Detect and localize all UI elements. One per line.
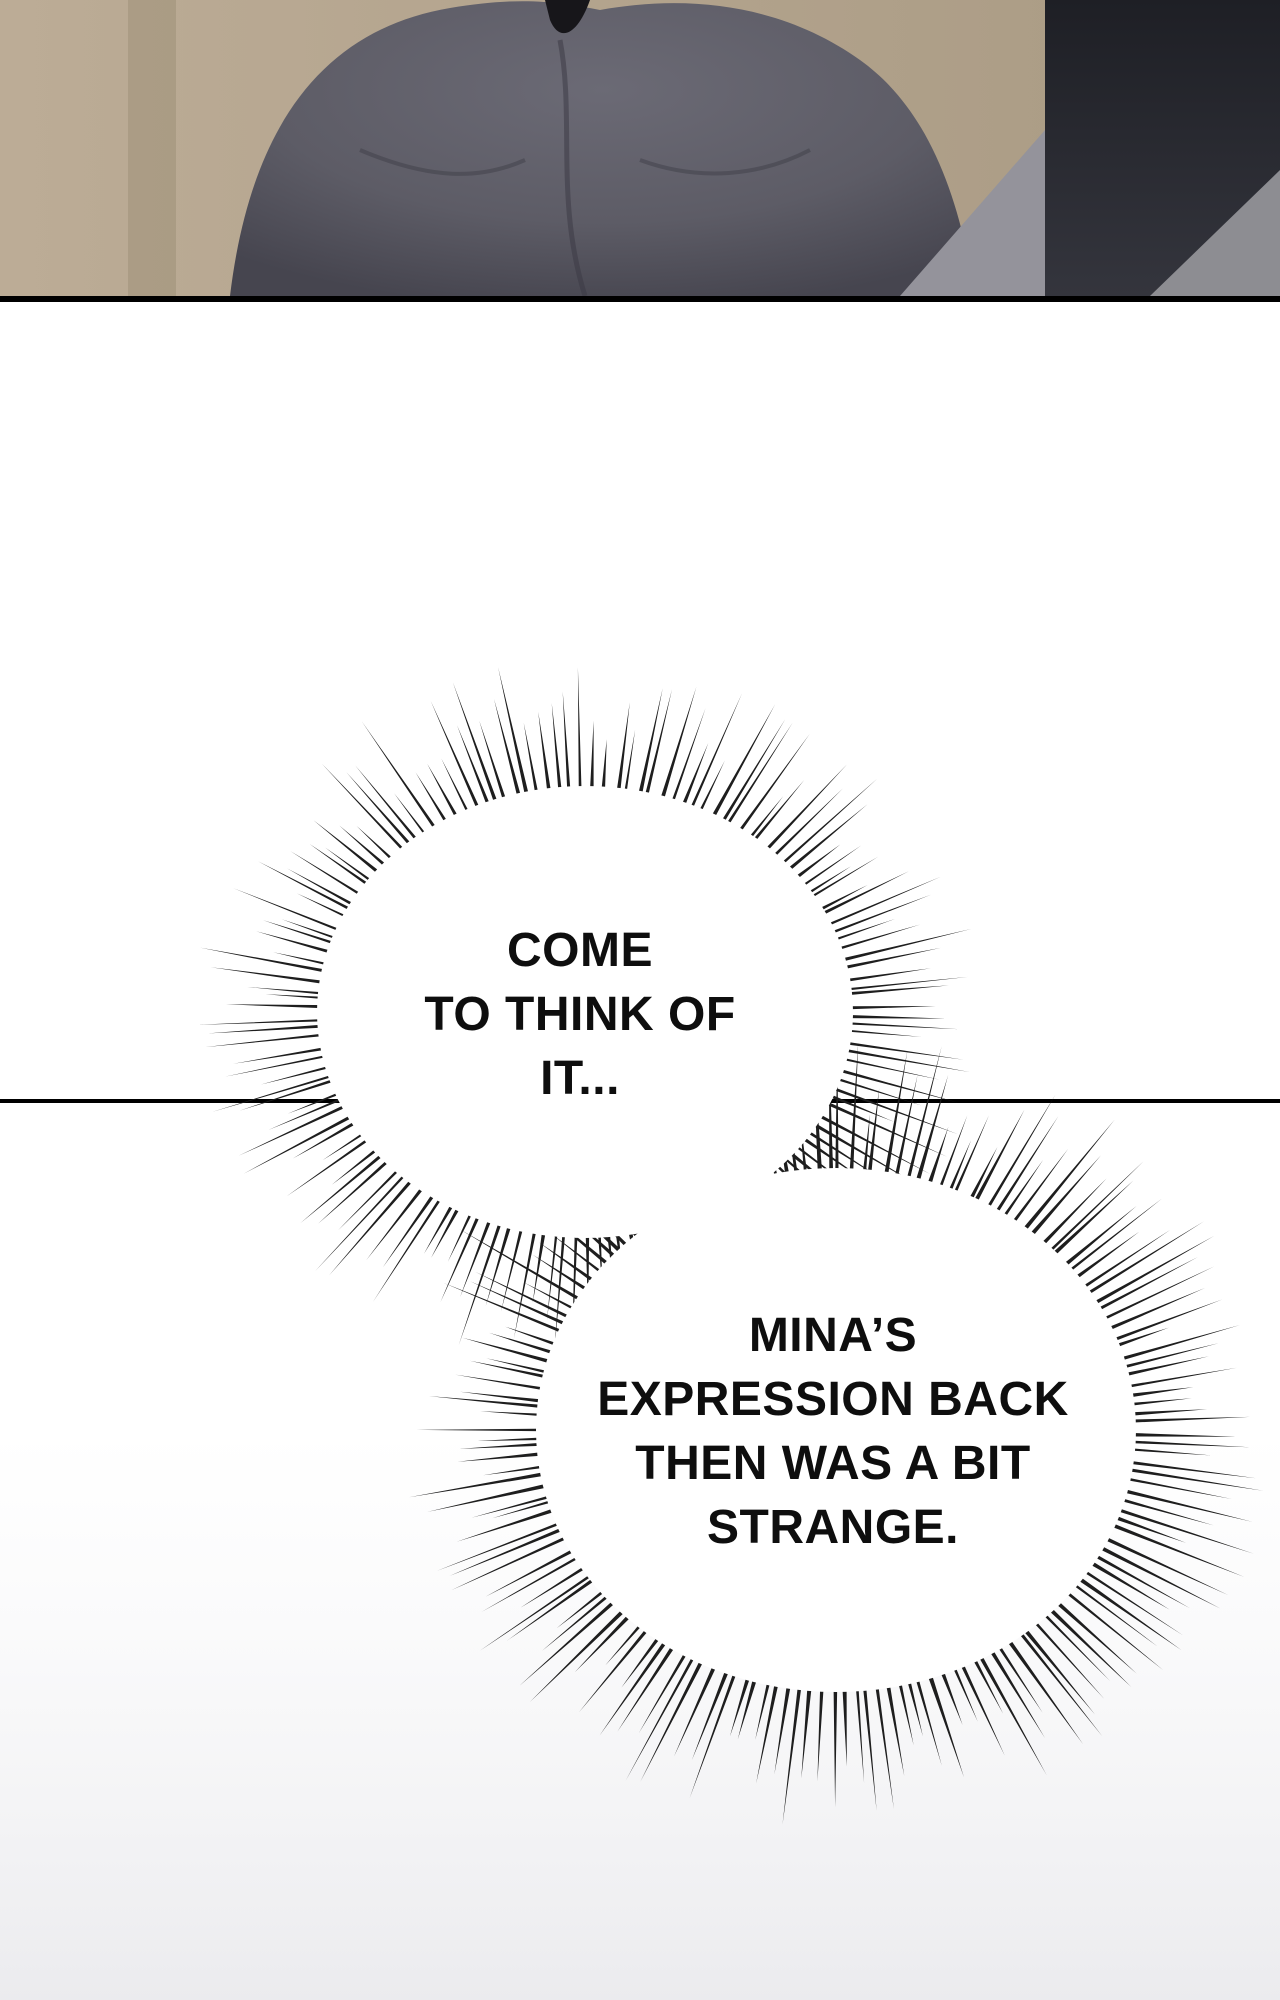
collar-detail <box>545 0 590 34</box>
speech-line: EXPRESSION BACK <box>597 1373 1069 1426</box>
right-light-corner <box>1150 170 1280 296</box>
burst-spikes <box>198 667 972 1350</box>
shirt-fold-line <box>359 148 526 176</box>
shirt-fold-line <box>557 39 588 297</box>
burst-spikes-layer <box>198 667 1264 1825</box>
speech-line: COME <box>506 924 653 977</box>
background-shadow-band <box>128 0 176 296</box>
light-wedge <box>900 130 1045 296</box>
comic-panel-top <box>0 0 1280 297</box>
speech-line: IT... <box>540 1052 620 1105</box>
panel-border-line <box>0 296 1280 302</box>
speech-bubble-2-body <box>536 1168 1136 1692</box>
speech-line: MINA’S <box>748 1309 918 1362</box>
shirt-fold-line <box>639 148 811 176</box>
speech-line: TO THINK OF <box>424 988 736 1041</box>
speech-line: THEN WAS A BIT <box>635 1437 1031 1490</box>
character-torso <box>230 1 975 297</box>
speech-bubble-1-body <box>317 786 853 1238</box>
speech-bubble-1-text: COME TO THINK OF IT... <box>424 919 735 1111</box>
speech-bubble-2-text: MINA’S EXPRESSION BACK THEN WAS A BIT ST… <box>597 1304 1069 1560</box>
speech-line: STRANGE. <box>706 1501 959 1554</box>
